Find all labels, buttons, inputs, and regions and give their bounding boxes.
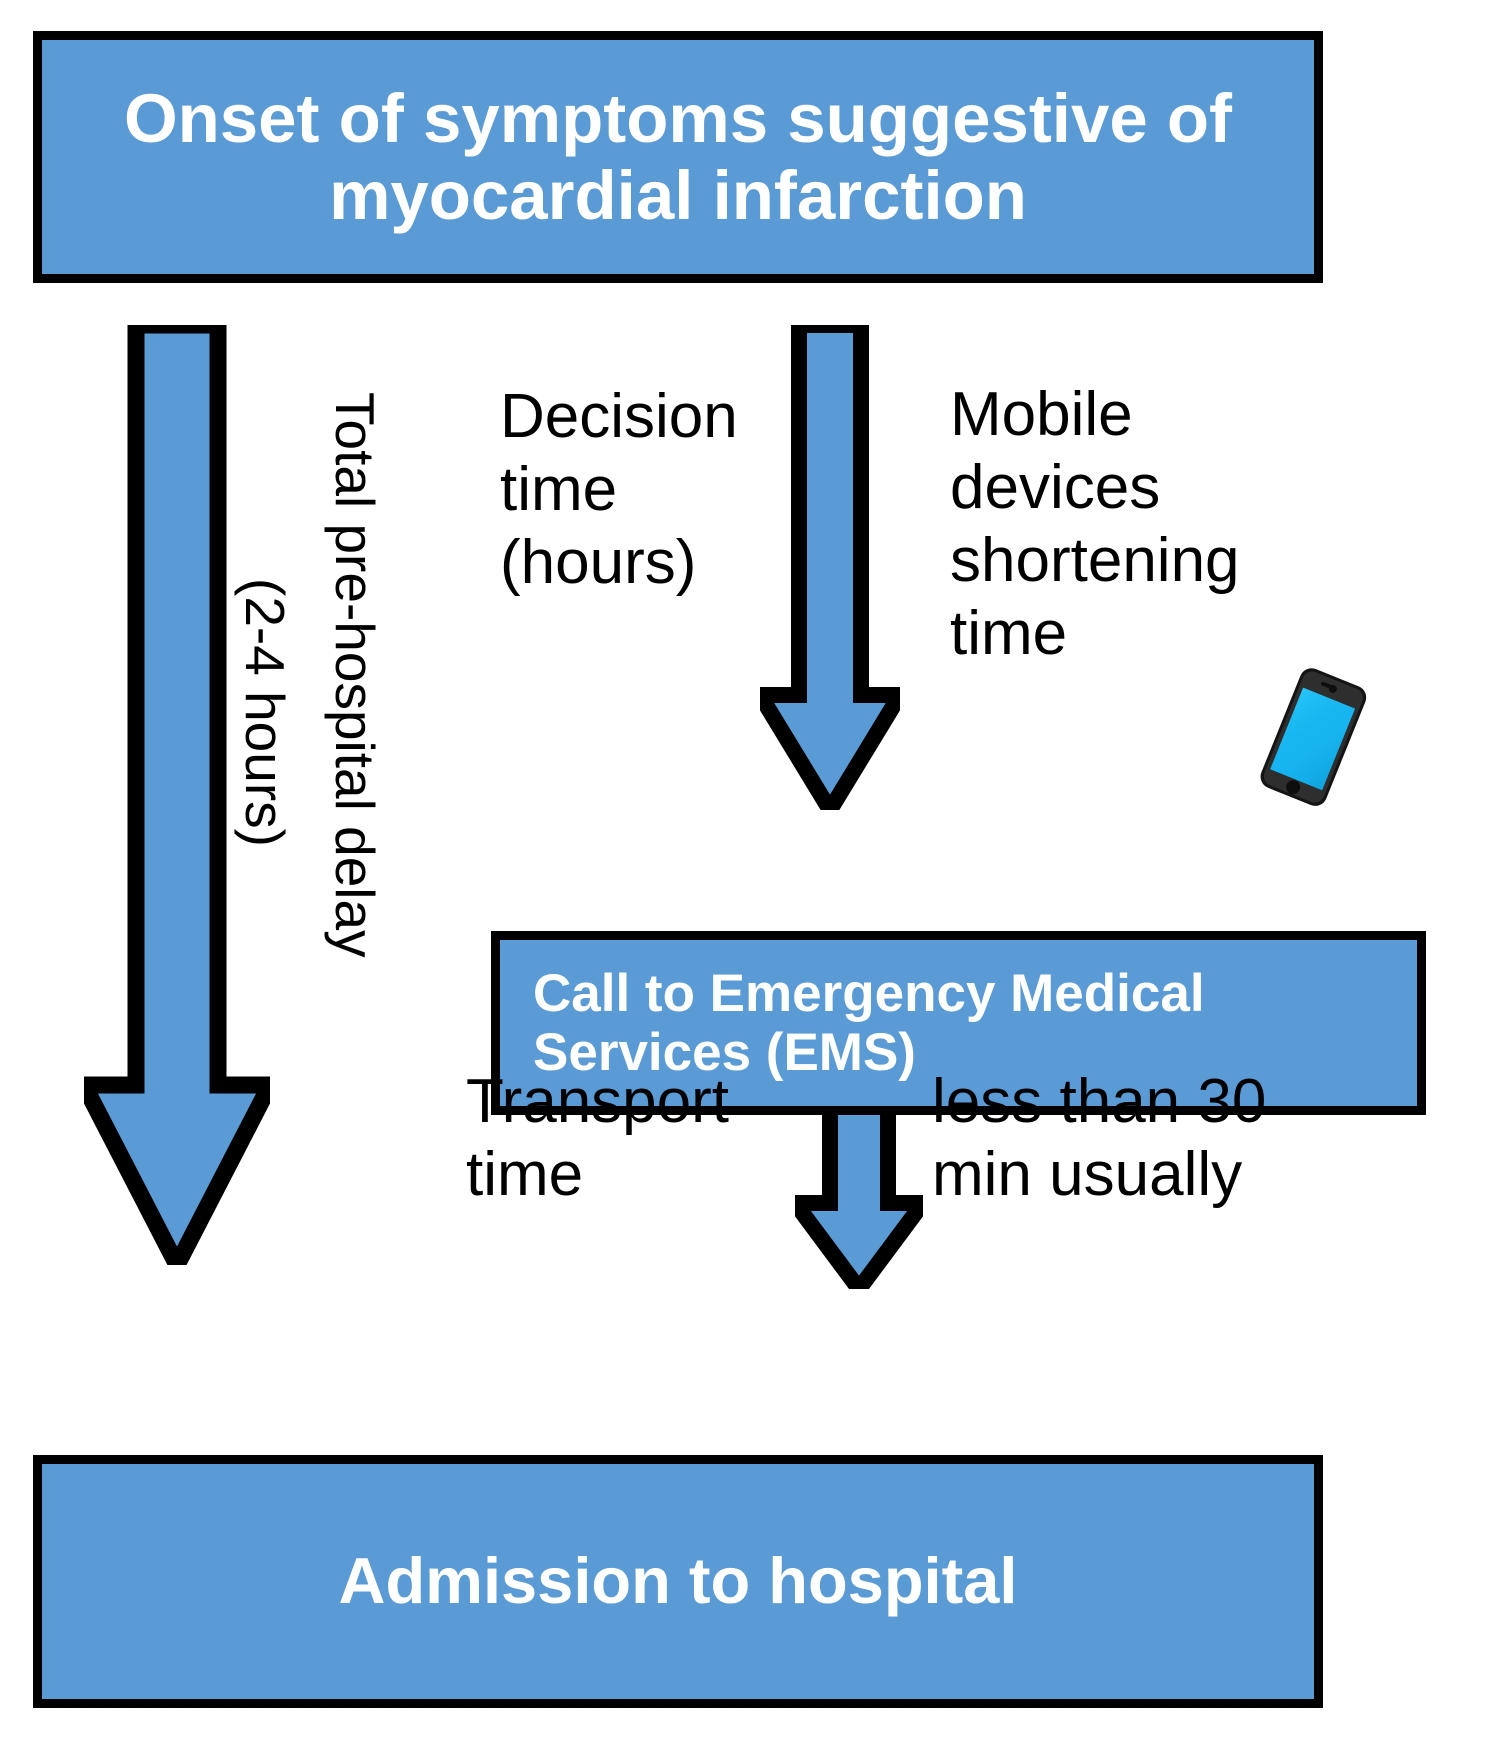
label-total-delay-duration: (2-4 hours) (234, 578, 296, 847)
admission-box-text: Admission to hospital (42, 1544, 1314, 1618)
duration-line-1: less than 30 (932, 1067, 1267, 1136)
onset-box-text: Onset of symptoms suggestive of myocardi… (42, 80, 1314, 235)
process-box-admission-to-hospital: Admission to hospital (33, 1455, 1323, 1708)
transport-line-1: Transport (466, 1067, 730, 1136)
ems-box-text: Call to Emergency Medical Services (EMS) (500, 964, 1417, 1083)
ems-line-1: Call to Emergency Medical (533, 963, 1205, 1023)
mobile-line-3: shortening (950, 526, 1240, 596)
label-total-prehospital-delay: Total pre-hospital delay (324, 392, 386, 958)
label-transport-time: Transport time (466, 1065, 786, 1211)
smartphone-icon (1248, 663, 1378, 813)
transport-line-2: time (466, 1140, 584, 1210)
ems-line-2: Services (EMS) (533, 1023, 916, 1082)
decision-line-1: Decision (500, 382, 738, 451)
admission-label: Admission to hospital (338, 1544, 1018, 1618)
mobile-line-2: devices (950, 453, 1161, 523)
decision-line-3: (hours) (500, 528, 697, 598)
onset-line-1: Onset of symptoms suggestive of (123, 79, 1233, 157)
mobile-line-4: time (950, 599, 1068, 669)
process-box-onset-of-symptoms: Onset of symptoms suggestive of myocardi… (33, 31, 1323, 283)
down-block-arrow-decision-time (760, 325, 900, 810)
label-mobile-devices-shortening-time: Mobile devices shortening time (950, 378, 1310, 671)
label-transport-duration: less than 30 min usually (932, 1065, 1322, 1211)
duration-line-2: min usually (932, 1140, 1243, 1210)
process-box-call-to-ems: Call to Emergency Medical Services (EMS) (491, 931, 1426, 1115)
onset-line-2: myocardial infarction (329, 157, 1027, 234)
decision-line-2: time (500, 455, 618, 525)
mobile-line-1: Mobile (950, 380, 1133, 449)
label-decision-time: Decision time (hours) (500, 380, 790, 599)
down-block-arrow-total-delay (84, 325, 270, 1265)
